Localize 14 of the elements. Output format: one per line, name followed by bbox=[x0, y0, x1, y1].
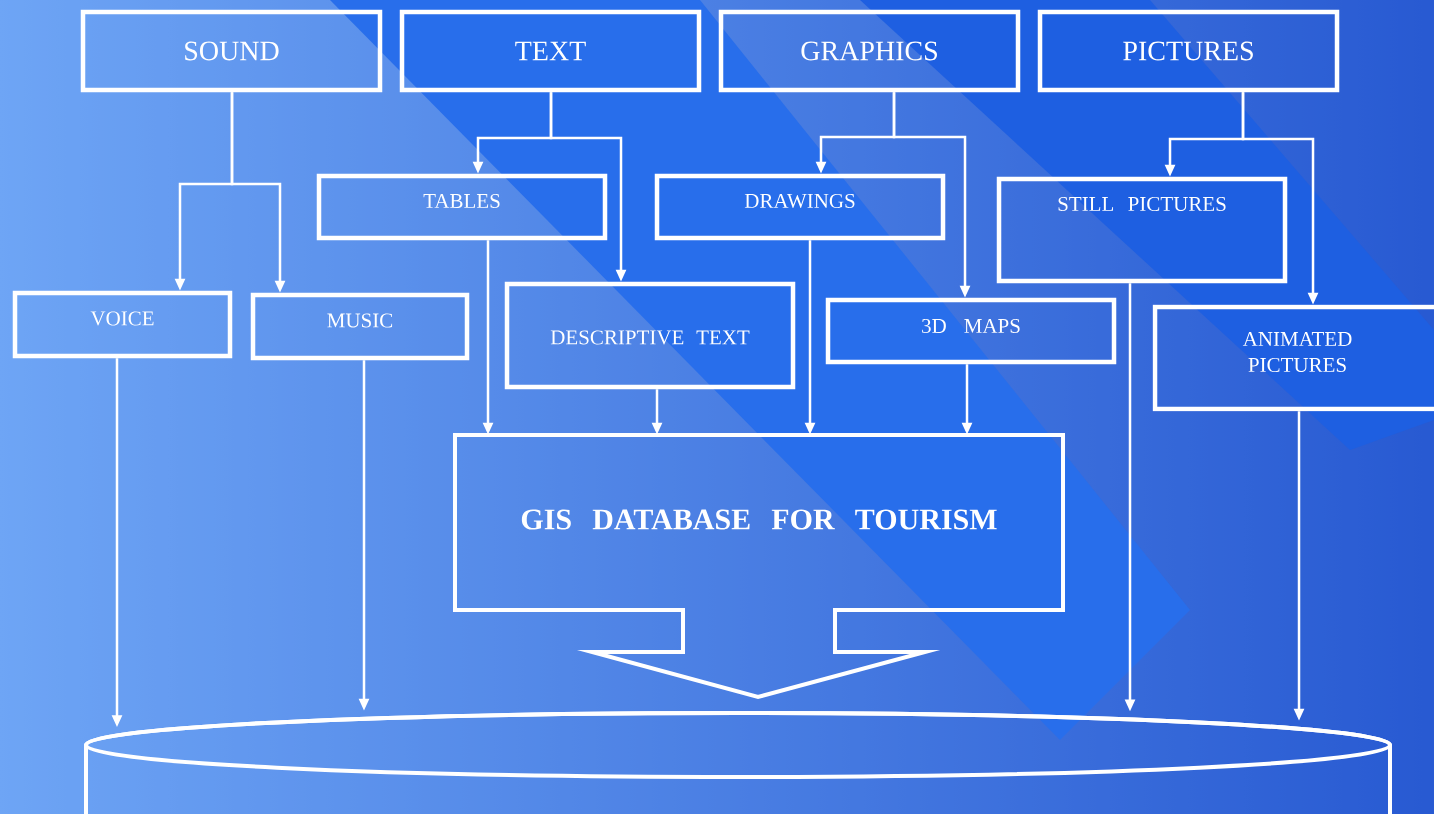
category-box: SOUND bbox=[80, 9, 383, 93]
subcategory-box: 3D MAPS bbox=[825, 297, 1117, 365]
subcategory-box: DESCRIPTIVE TEXT bbox=[504, 281, 796, 390]
category-box: PICTURES bbox=[1037, 9, 1340, 93]
subcategory-box: VOICE bbox=[12, 290, 233, 359]
database-arrow-box: GIS DATABASE FOR TOURISM bbox=[453, 433, 1065, 700]
subcategory-box: TABLES bbox=[316, 173, 608, 241]
subcategory-box: DRAWINGS bbox=[654, 173, 946, 241]
subcategory-box: MUSIC bbox=[250, 292, 470, 361]
category-box: GRAPHICS bbox=[718, 9, 1021, 93]
subcategory-box: STILL PICTURES bbox=[996, 176, 1288, 284]
category-box: TEXT bbox=[399, 9, 702, 93]
subcategory-box: ANIMATED PICTURES bbox=[1152, 304, 1434, 412]
database-cylinder bbox=[84, 711, 1392, 814]
